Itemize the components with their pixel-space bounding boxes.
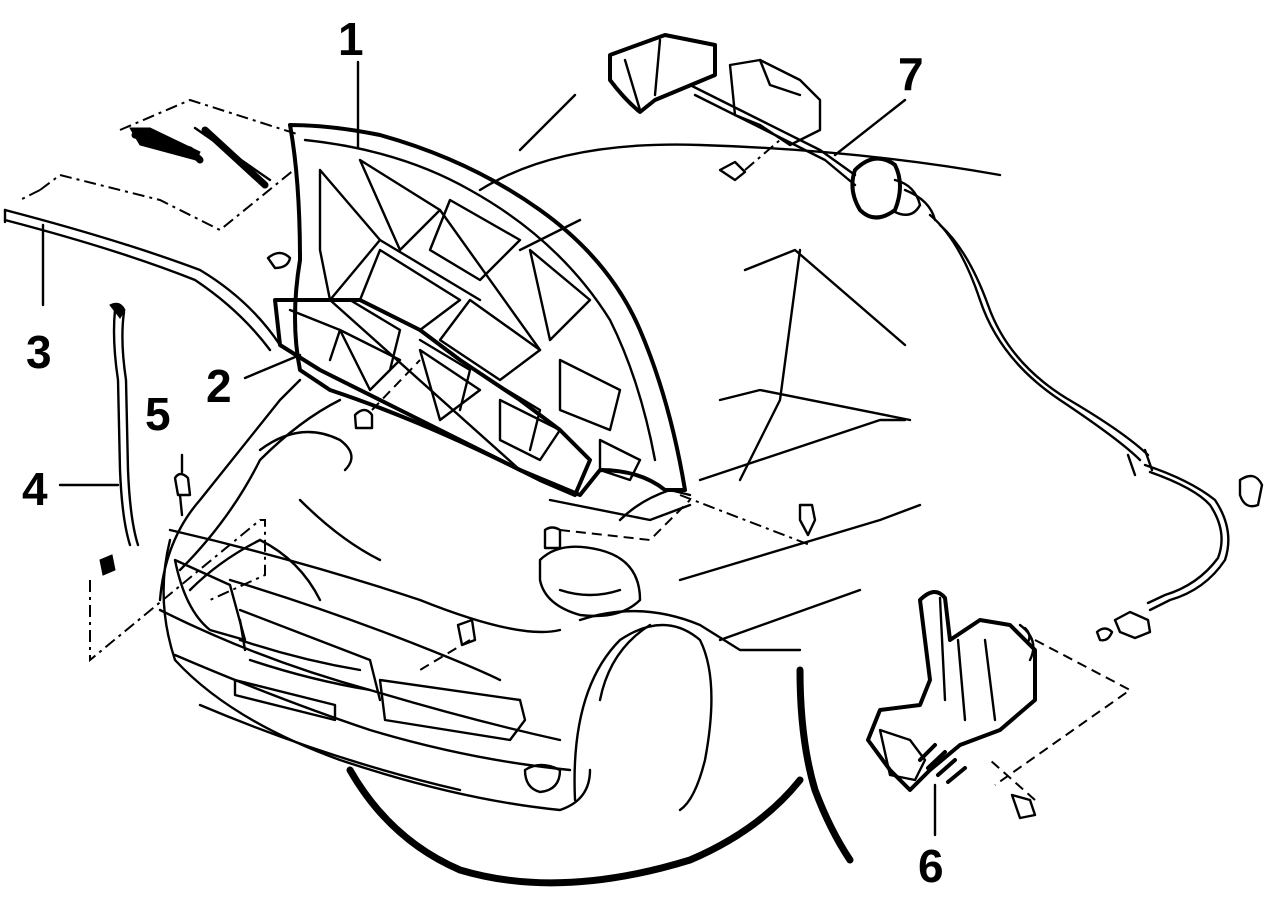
callout-1: 1 [338, 13, 364, 65]
callout-3: 3 [26, 326, 52, 378]
callout-6: 6 [918, 840, 944, 892]
callout-4: 4 [22, 463, 48, 515]
callout-2: 2 [206, 360, 232, 412]
hood-release-cable [608, 33, 1230, 642]
car-body [158, 93, 1002, 887]
wiper-arms [119, 98, 301, 189]
hood-support-rod [89, 302, 266, 663]
hood-insulator-pad [273, 298, 592, 497]
hood-clip [173, 472, 192, 517]
hood-seal-strip [3, 164, 301, 352]
hood-latch [866, 590, 1132, 801]
callout-5: 5 [145, 388, 171, 440]
callout-7: 7 [898, 48, 924, 100]
callout-labels: 1 2 3 4 5 6 7 [22, 13, 944, 892]
leader-lines [41, 60, 937, 837]
fasteners [266, 139, 1264, 820]
hood-panel [288, 123, 687, 497]
